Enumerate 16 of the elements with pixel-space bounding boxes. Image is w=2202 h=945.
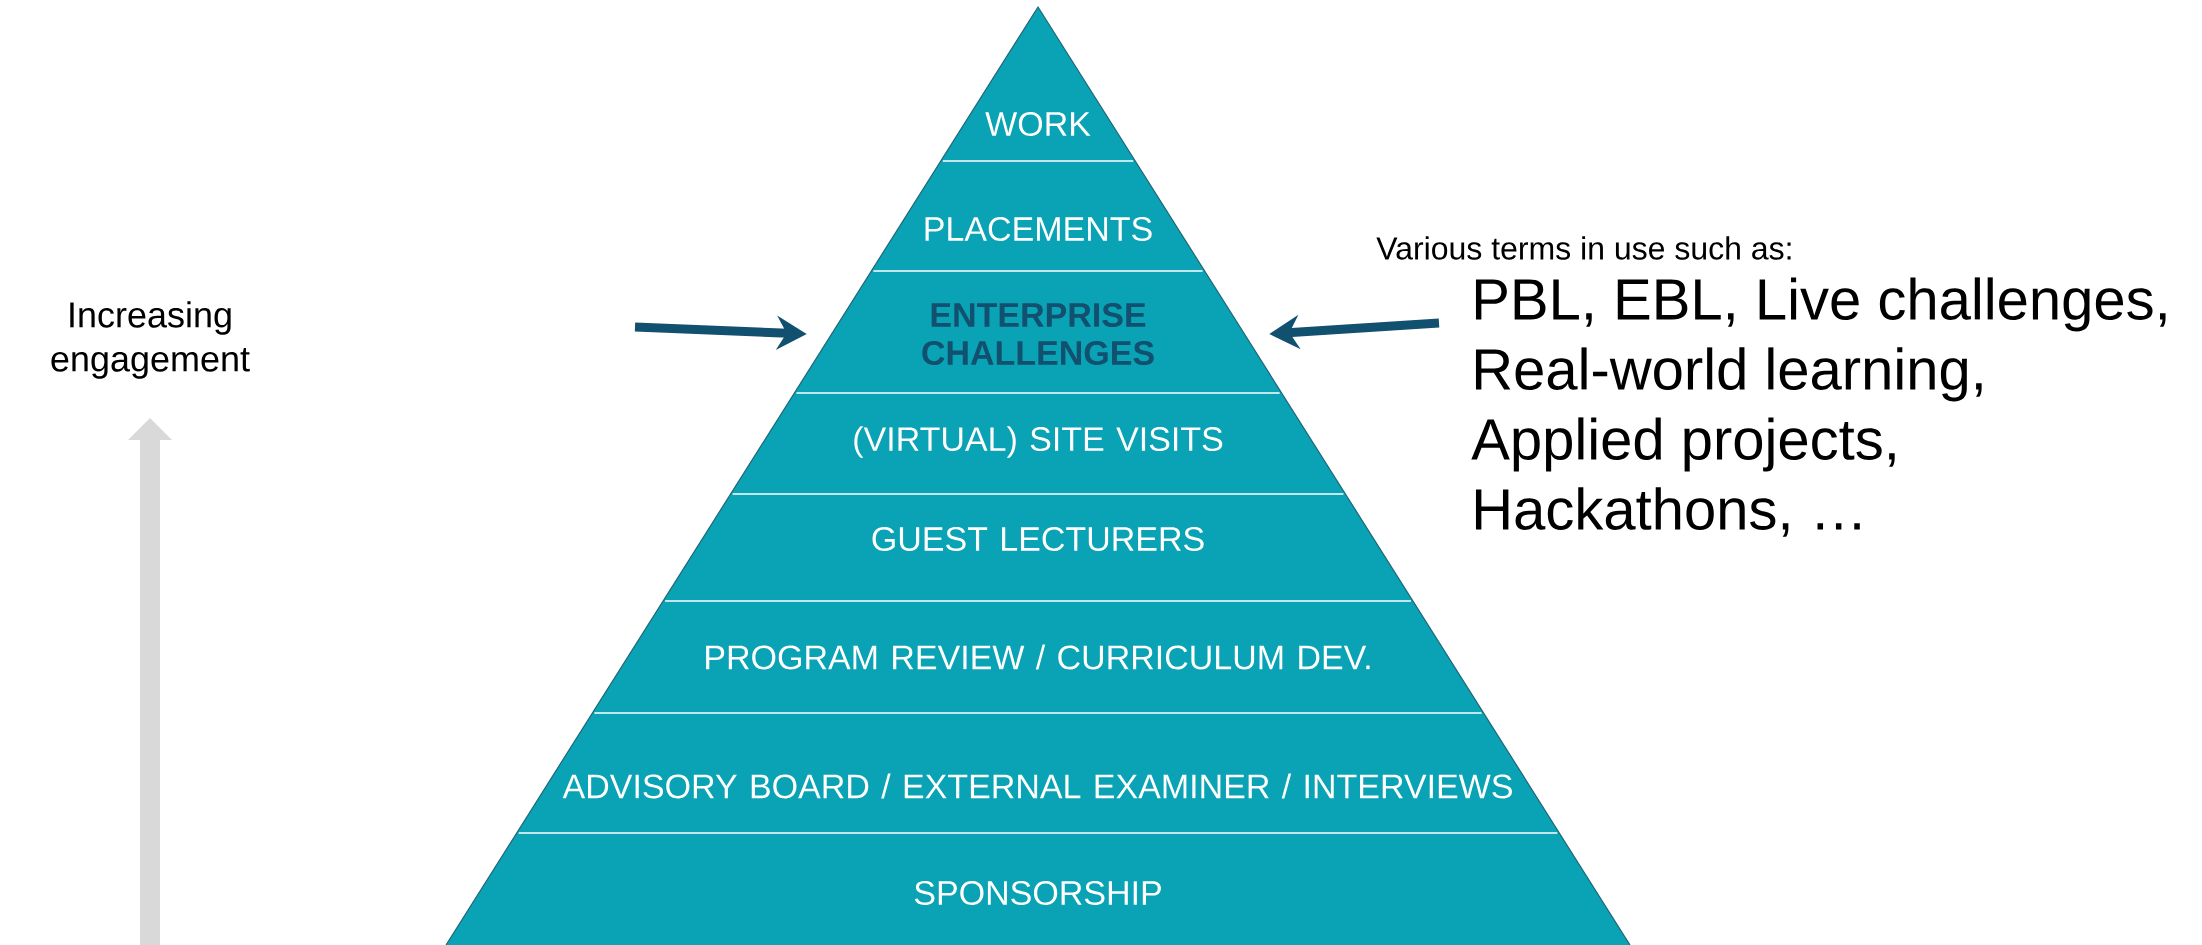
node-label: ADVISORY BOARD / EXTERNAL EXAMINER / INTERVIEWS [562,773,1512,799]
axis-label: Increasing engagement [51,301,250,379]
pyramid-layer: GUEST LECTURERS [663,493,1413,601]
pyramid-layer: ADVISORY BOARD / EXTERNAL EXAMINER / INTERVIEWS [516,712,1560,833]
pyramid-layer: PLACEMENTS [871,160,1205,271]
node-label: WORK [985,111,1091,137]
pyramid-layer: SPONSORSHIP [446,832,1630,945]
node-label: GUEST LECTURERS [872,526,1204,552]
pyramid-layer: PROGRAM REVIEW / CURRICULUM DEV. [592,600,1484,713]
pyramid-layer: WORK [940,7,1136,161]
node-label: PLACEMENTS [925,216,1152,242]
node-label: PROGRAM REVIEW / CURRICULUM DEV. [706,644,1370,670]
pyramid-layer: ENTERPRISE CHALLENGES [794,270,1282,393]
node-label: (VIRTUAL) SITE VISITS [854,426,1223,458]
pyramid-layer: (VIRTUAL) SITE VISITS [730,392,1346,494]
node-label: ENTERPRISE CHALLENGES [922,302,1154,366]
